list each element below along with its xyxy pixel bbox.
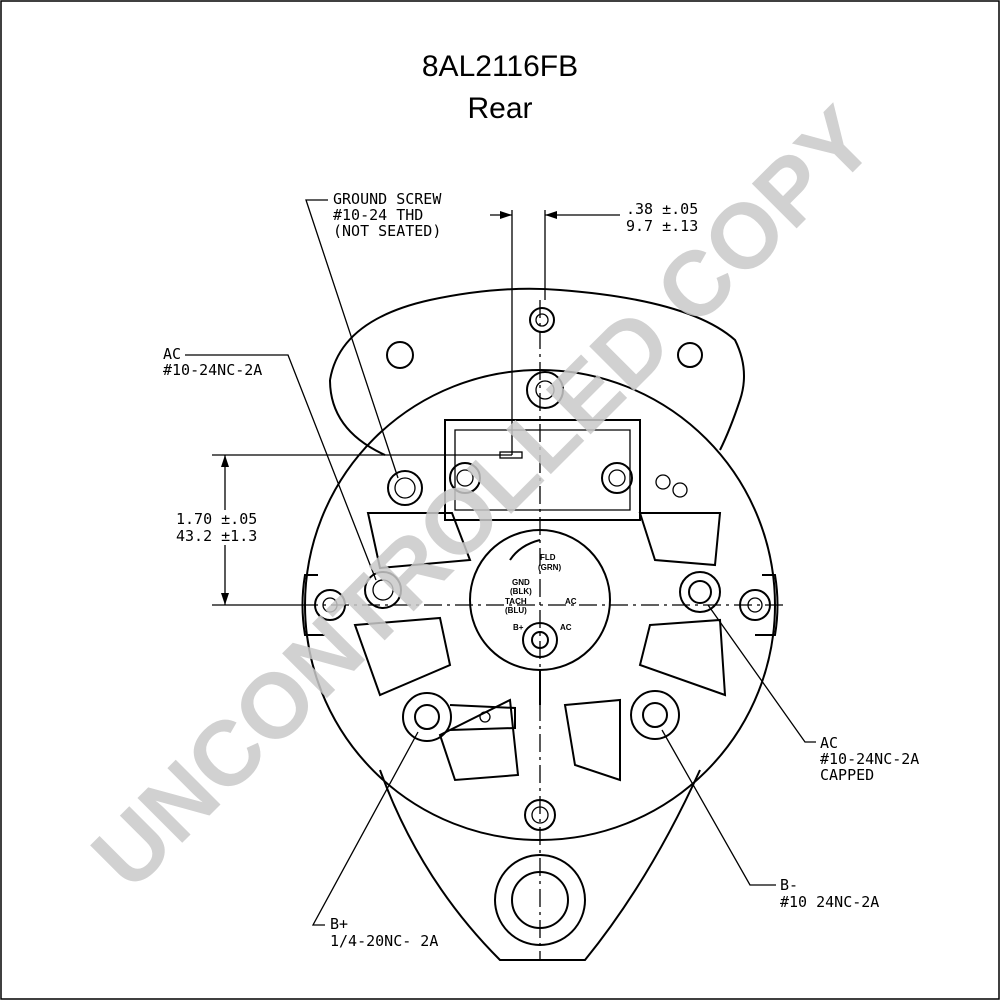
ground-screw-label-2: #10-24 THD	[333, 206, 423, 224]
connector-key	[509, 539, 541, 561]
dim-top-mm: 9.7 ±.13	[626, 217, 698, 235]
ac-right-label-2: #10-24NC-2A	[820, 750, 919, 768]
label-gnd: GND	[512, 578, 530, 587]
small-hole-2	[672, 482, 688, 498]
label-fld: FLD	[540, 553, 556, 562]
label-ac2: AC	[560, 623, 572, 632]
label-fld-color: (GRN)	[538, 563, 561, 572]
ac-left-label-2: #10-24NC-2A	[163, 361, 262, 379]
ac-right-leader	[707, 604, 816, 743]
ac-left-label-1: AC	[163, 345, 181, 363]
top-center-boss	[526, 371, 564, 409]
ground-screw-label-3: (NOT SEATED)	[333, 222, 441, 240]
uncontrolled-copy-watermark: UNCONTROLLED COPY	[73, 88, 893, 908]
regulator-box-inner	[454, 429, 631, 511]
upper-right-ear-hole	[677, 342, 703, 368]
ac-terminal-left	[364, 571, 402, 609]
b-minus-label-2: #10 24NC-2A	[780, 893, 879, 911]
label-gnd-color: (BLK)	[510, 587, 532, 596]
b-minus-leader	[661, 729, 776, 886]
ground-screw	[387, 470, 423, 506]
b-minus-terminal	[630, 690, 680, 740]
dim-top-arrow-right	[545, 211, 557, 219]
vent-slot-2	[353, 616, 452, 697]
dim-left-mm: 43.2 ±1.3	[176, 527, 257, 545]
b-plus-leader	[311, 731, 419, 926]
regulator-box	[444, 419, 641, 521]
upper-mount-ear-left	[329, 379, 386, 456]
dim-top-inch: .38 ±.05	[626, 200, 698, 218]
vent-slot-1	[366, 512, 472, 570]
ground-screw-leader	[305, 199, 399, 479]
label-tach-color: (BLU)	[505, 606, 527, 615]
part-number-title: 8AL2116FB	[422, 50, 578, 83]
ac-right-label-3: CAPPED	[820, 766, 874, 784]
upper-left-ear-hole	[386, 341, 414, 369]
label-ac: AC	[565, 597, 577, 606]
upper-mount-ear	[329, 287, 745, 451]
b-plus-terminal	[402, 692, 516, 742]
b-minus-label-1: B-	[780, 876, 798, 894]
label-tach: TACH	[505, 597, 527, 606]
ac-left-leader	[185, 354, 377, 581]
dim-left-arrow-bottom	[221, 593, 229, 605]
vent-slot-6	[638, 512, 722, 567]
top-screw	[529, 307, 555, 333]
vent-slot-5	[638, 618, 727, 697]
lower-mount	[379, 769, 701, 961]
dim-top-arrow-left	[500, 211, 512, 219]
ac-terminal-right-capped	[679, 571, 721, 613]
label-b-plus: B+	[513, 623, 524, 632]
vent-slot-4	[563, 698, 621, 782]
b-plus-label-2: 1/4-20NC- 2A	[330, 932, 438, 950]
ac-right-label-1: AC	[820, 734, 838, 752]
regulator-screw-right	[601, 462, 633, 494]
b-plus-label-1: B+	[330, 915, 348, 933]
vent-slot-3	[438, 698, 520, 782]
dim-left-inch: 1.70 ±.05	[176, 510, 257, 528]
view-subtitle: Rear	[467, 92, 532, 125]
small-hole-1	[655, 474, 671, 490]
ground-screw-label-1: GROUND SCREW	[333, 190, 442, 208]
dim-left-arrow-top	[221, 455, 229, 467]
regulator-screw-left	[449, 462, 481, 494]
